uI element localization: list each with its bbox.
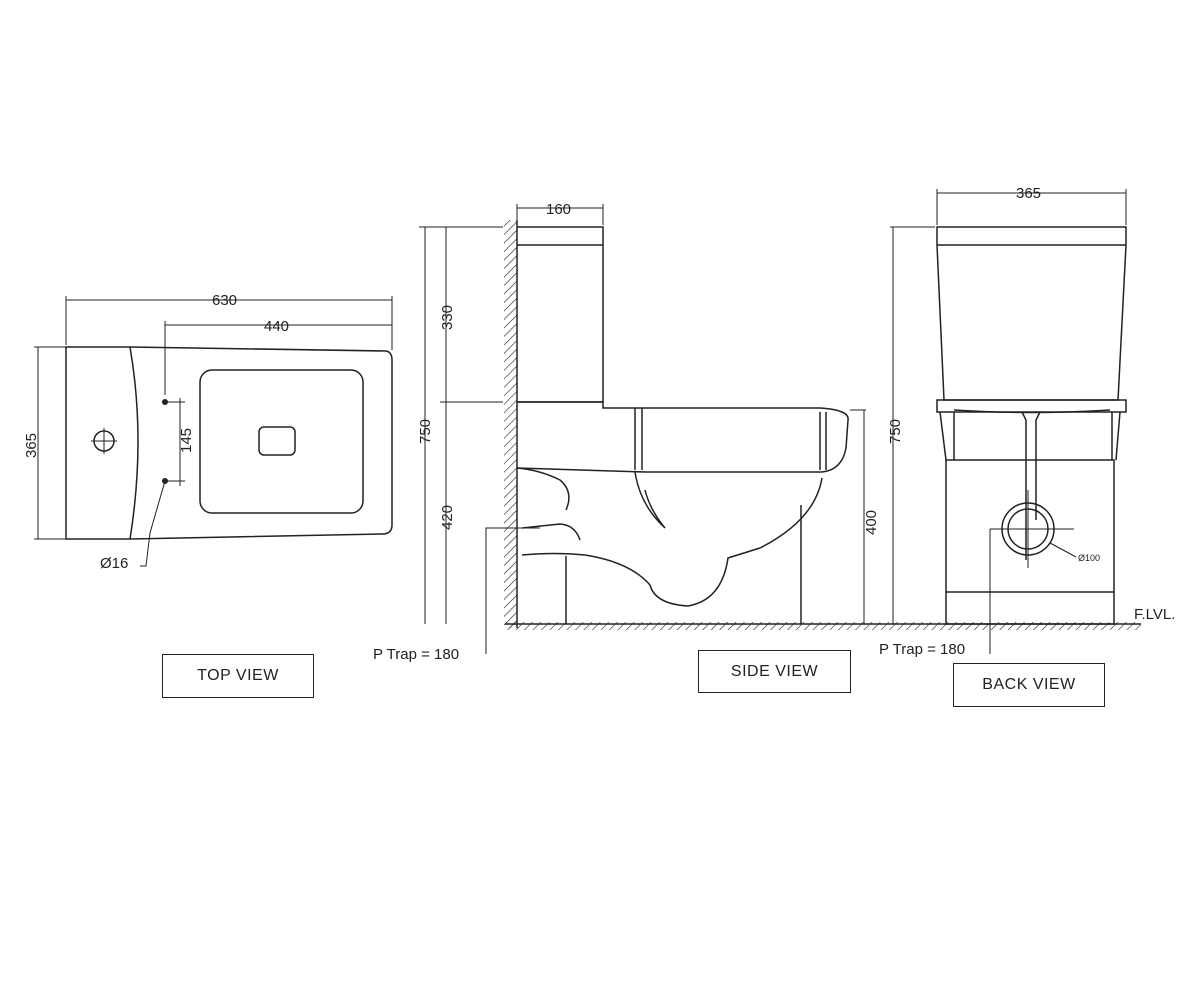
p-trap-back: P Trap = 180 — [879, 641, 965, 658]
top-outline — [65, 346, 393, 540]
dim-750-back: 750 — [887, 419, 904, 444]
side-view-drawing — [419, 204, 1141, 654]
dim-400: 400 — [863, 510, 880, 535]
top-view-label: TOP VIEW — [162, 654, 314, 698]
wall-hatch — [504, 220, 517, 628]
dim-330: 330 — [439, 305, 456, 330]
side-view-label: SIDE VIEW — [698, 650, 851, 693]
back-base — [945, 459, 1115, 625]
dim-365-top: 365 — [23, 433, 40, 458]
dim-160: 160 — [546, 201, 571, 218]
side-tank — [517, 226, 604, 403]
seat-rim — [199, 369, 364, 514]
side-bowl — [516, 467, 570, 511]
flush-button — [258, 426, 296, 456]
dim-dia16: Ø16 — [100, 555, 128, 572]
dim-440: 440 — [264, 318, 289, 335]
side-seat — [516, 401, 849, 473]
p-trap-side: P Trap = 180 — [373, 646, 459, 663]
floor-level-label: F.LVL. — [1134, 606, 1175, 623]
top-view-drawing — [34, 296, 393, 567]
dim-630: 630 — [212, 292, 237, 309]
back-view-label: BACK VIEW — [953, 663, 1105, 707]
dim-750-side: 750 — [417, 419, 434, 444]
back-tank — [936, 226, 1127, 401]
dim-420: 420 — [439, 505, 456, 530]
dim-145: 145 — [178, 428, 195, 453]
floor-hatch — [505, 622, 1141, 630]
dim-365-back: 365 — [1016, 185, 1041, 202]
back-view-drawing — [890, 189, 1127, 654]
dim-dia100: Ø100 — [1078, 553, 1100, 563]
tank-front-curve — [129, 346, 139, 540]
